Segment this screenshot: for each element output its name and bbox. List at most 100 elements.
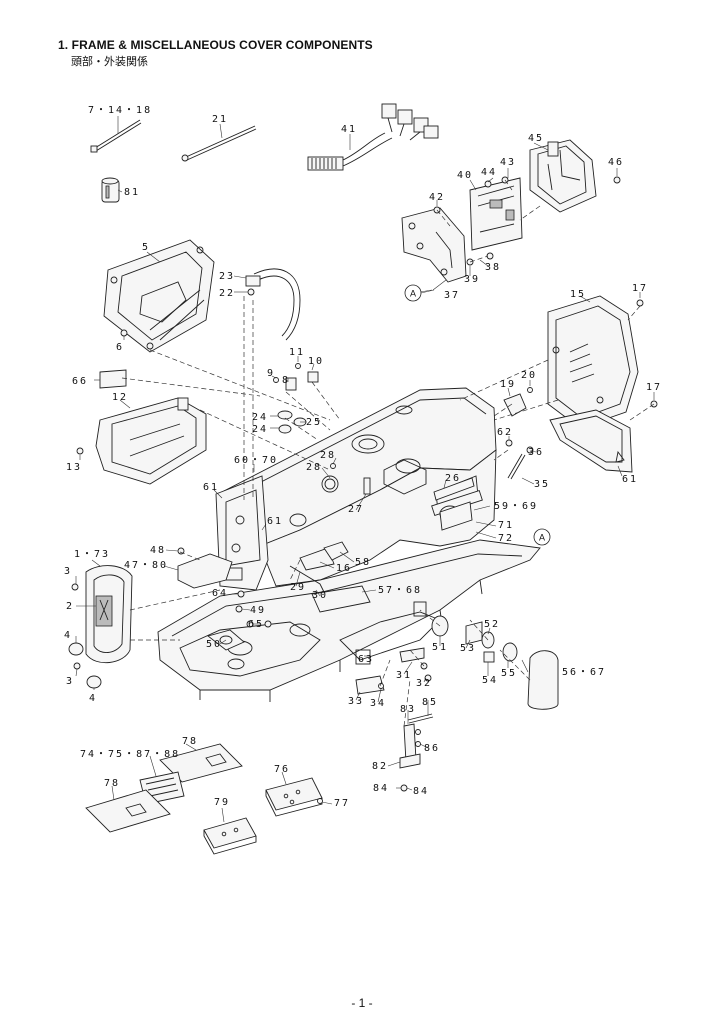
callout-label: 16 bbox=[336, 563, 352, 574]
callout-label: 36 bbox=[528, 447, 544, 458]
plate-47-48 bbox=[177, 547, 233, 589]
control-box-cover-part bbox=[529, 139, 621, 213]
callout-label: 61 bbox=[267, 516, 283, 527]
callout-label: 51 bbox=[432, 642, 448, 653]
rubber-cover-56-67 bbox=[527, 650, 559, 710]
callout-label: 54 bbox=[482, 675, 498, 686]
callout-label: 2 bbox=[66, 601, 74, 612]
callout-label: 84 bbox=[373, 783, 389, 794]
callout-label: 28 bbox=[320, 450, 336, 461]
callout-label: 19 bbox=[500, 379, 516, 390]
screws-49-64-65 bbox=[235, 590, 272, 628]
callout-label: 86 bbox=[424, 743, 440, 754]
callout-label: 55 bbox=[501, 668, 517, 679]
callout-label: 65 bbox=[248, 619, 264, 630]
callout-label: 17 bbox=[646, 382, 662, 393]
label-plate-part bbox=[99, 369, 127, 389]
callout-label: 50 bbox=[206, 639, 222, 650]
callout-label: 74・75・87・88 bbox=[80, 749, 180, 760]
callout-label: 10 bbox=[308, 356, 324, 367]
throat-plate-76 bbox=[265, 777, 323, 817]
callout-label: 17 bbox=[632, 283, 648, 294]
callout-label: 46 bbox=[608, 157, 624, 168]
callout-labels: 7・14・18 21 41 45 43 46 40 44 81 42 5 23 … bbox=[64, 105, 662, 809]
callout-label: 64 bbox=[212, 588, 228, 599]
callout-label: 6 bbox=[116, 342, 124, 353]
callout-label: 1・73 bbox=[74, 549, 110, 560]
callout-label: 22 bbox=[219, 288, 235, 299]
reference-marker-label: A bbox=[410, 289, 416, 299]
callout-label: 4 bbox=[89, 693, 97, 704]
reference-marker-a-upper: A bbox=[404, 284, 435, 302]
screws-38-39-42-43-44-part bbox=[433, 176, 509, 266]
callout-label: 41 bbox=[341, 124, 357, 135]
thread-guide-hook-part bbox=[245, 268, 301, 341]
callout-label: 3 bbox=[64, 566, 72, 577]
cable-band-part bbox=[181, 125, 257, 162]
bed-plate-78b bbox=[85, 789, 171, 833]
callout-label: 28 bbox=[306, 462, 322, 473]
callout-label: 79 bbox=[214, 797, 230, 808]
cable-tie-part bbox=[90, 119, 142, 153]
callout-label: 5 bbox=[142, 242, 150, 253]
callout-label: 31 bbox=[396, 670, 412, 681]
callout-label: 24 bbox=[252, 424, 268, 435]
callout-label: 77 bbox=[334, 798, 350, 809]
callout-label: 9 bbox=[267, 368, 275, 379]
callout-label: 21 bbox=[212, 114, 228, 125]
callout-label: 61 bbox=[622, 474, 638, 485]
callout-label: 32 bbox=[416, 678, 432, 689]
callout-label: 81 bbox=[124, 187, 140, 198]
callout-label: 33 bbox=[348, 696, 364, 707]
callout-label: 23 bbox=[219, 271, 235, 282]
face-plate-cover-part bbox=[103, 239, 215, 353]
callout-label: 59・69 bbox=[494, 501, 538, 512]
rod-35-36 bbox=[505, 439, 534, 480]
top-cover-right-part bbox=[547, 295, 644, 429]
cable-harness-part bbox=[307, 103, 439, 171]
clip-33-34 bbox=[355, 675, 385, 695]
side-cover-right-part bbox=[549, 400, 658, 473]
callout-label: 44 bbox=[481, 167, 497, 178]
callout-label: 4 bbox=[64, 630, 72, 641]
callout-label: 60・70 bbox=[234, 455, 278, 466]
callout-label: 85 bbox=[422, 697, 438, 708]
callout-label: 49 bbox=[250, 605, 266, 616]
callout-label: 3 bbox=[66, 676, 74, 687]
callout-label: 63 bbox=[358, 654, 374, 665]
callout-label: 72 bbox=[498, 533, 514, 544]
callout-label: 52 bbox=[484, 619, 500, 630]
bobbin-bracket-82-86 bbox=[399, 713, 434, 792]
screws-3-part bbox=[71, 583, 81, 670]
belt-cover-part bbox=[76, 397, 207, 485]
callout-label: 40 bbox=[457, 170, 473, 181]
callout-label: 82 bbox=[372, 761, 388, 772]
callout-label: 58 bbox=[355, 557, 371, 568]
board-bracket-part bbox=[401, 207, 467, 283]
callout-label: 25 bbox=[306, 417, 322, 428]
callout-label: 43 bbox=[500, 157, 516, 168]
callout-label: 35 bbox=[534, 479, 550, 490]
assembly-guide-lines bbox=[121, 179, 655, 727]
callout-label: 53 bbox=[460, 643, 476, 654]
plate-57-68 bbox=[311, 585, 371, 613]
callout-label: 7・14・18 bbox=[88, 105, 152, 116]
leader-lines bbox=[75, 116, 655, 823]
callout-label: 56・67 bbox=[562, 667, 606, 678]
reference-marker-a-lower: A bbox=[533, 528, 551, 546]
circuit-board-part bbox=[469, 177, 523, 251]
throat-plate-79 bbox=[203, 817, 257, 855]
thread-take-up-27-28 bbox=[324, 463, 371, 495]
callout-label: 37 bbox=[444, 290, 460, 301]
callout-label: 66 bbox=[72, 376, 88, 387]
bracket-63 bbox=[399, 647, 425, 663]
callout-label: 84 bbox=[413, 786, 429, 797]
callout-label: 11 bbox=[289, 347, 305, 358]
callout-label: 78 bbox=[104, 778, 120, 789]
callout-label: 61 bbox=[203, 482, 219, 493]
spacer-cylinder-part bbox=[101, 177, 120, 203]
callout-label: 8 bbox=[282, 375, 290, 386]
page-number: - 1 - bbox=[351, 996, 373, 1010]
callout-label: 38 bbox=[485, 262, 501, 273]
